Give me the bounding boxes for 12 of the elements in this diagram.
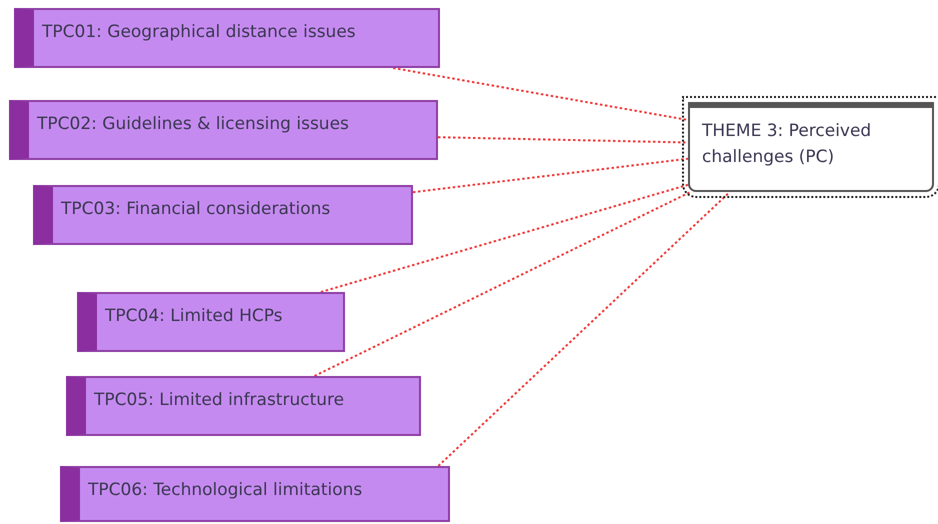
subtheme-box: TPC06: Technological limitations [60, 466, 450, 522]
connector-line [438, 136, 688, 144]
connector-line [320, 184, 688, 293]
subtheme-box: TPC01: Geographical distance issues [14, 8, 440, 68]
subtheme-box: TPC05: Limited infrastructure [66, 376, 421, 436]
subtheme-box: TPC03: Financial considerations [33, 185, 413, 245]
connector-line [314, 191, 691, 377]
subtheme-box: TPC04: Limited HCPs [77, 292, 345, 352]
connector-line [412, 158, 688, 194]
subtheme-box: TPC02: Guidelines & licensing issues [9, 100, 438, 160]
connector-line [438, 191, 730, 467]
connector-line [392, 67, 688, 121]
